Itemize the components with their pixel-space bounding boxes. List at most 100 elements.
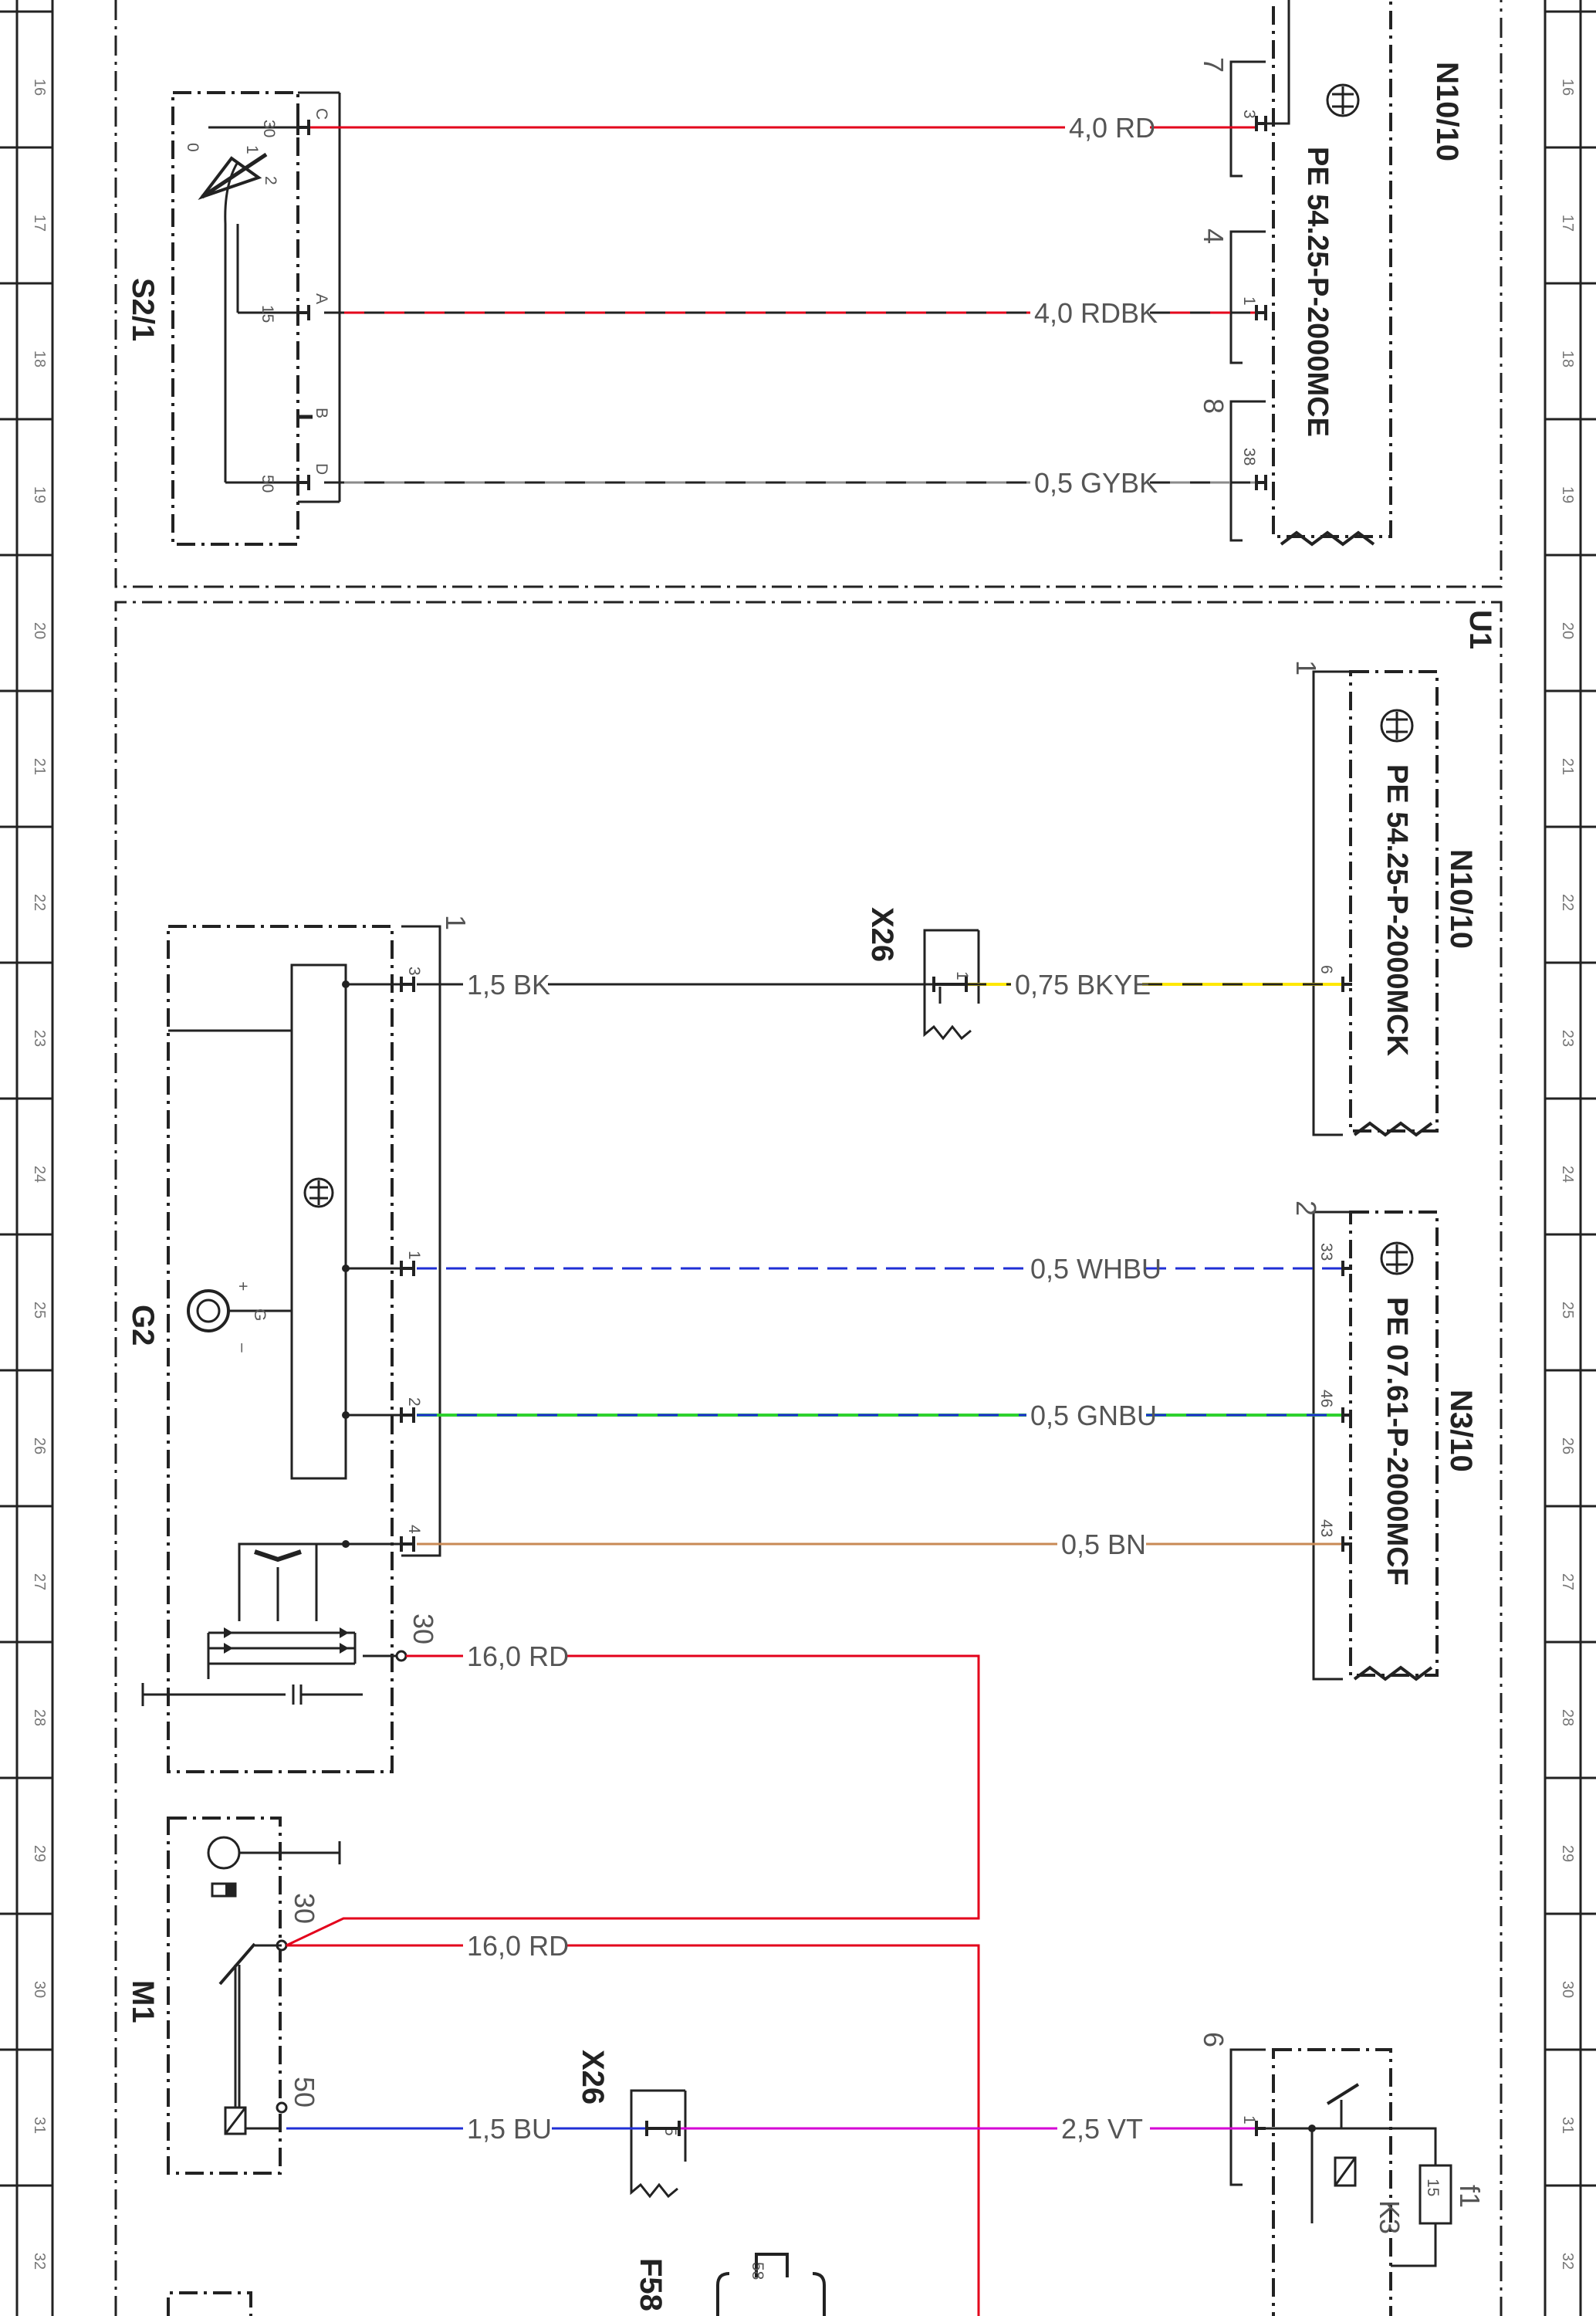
row-ticks bbox=[0, 10, 1596, 2187]
component-label-x26-lower: X26 bbox=[576, 2050, 610, 2104]
transistor-icon bbox=[1380, 1241, 1414, 1275]
f58-fuse-box: 58 bbox=[167, 2253, 826, 2316]
component-label-f58: F58 bbox=[634, 2258, 668, 2311]
row-number: 22 bbox=[31, 894, 48, 911]
generator-icon bbox=[187, 1289, 230, 1332]
wire-label-w11: 1,5 BU bbox=[467, 2113, 552, 2145]
row-number: 17 bbox=[1559, 215, 1576, 232]
x26-lower-connector: 5 bbox=[630, 2089, 687, 2199]
transistor-icon bbox=[1380, 709, 1414, 743]
row-number: 28 bbox=[1559, 1709, 1576, 1726]
row-number: 17 bbox=[31, 215, 48, 232]
g2-alternator: + G – 3 1 2 4 1 30 bbox=[141, 915, 472, 1773]
svg-text:2: 2 bbox=[1290, 1200, 1322, 1216]
row-number: 16 bbox=[1559, 79, 1576, 96]
transistor-icon bbox=[303, 1177, 334, 1208]
row-number: 21 bbox=[1559, 758, 1576, 775]
n10-10-upper-connector: 3 1 38 7 4 8 bbox=[1198, 0, 1392, 547]
svg-text:2: 2 bbox=[405, 1397, 423, 1407]
svg-text:0: 0 bbox=[184, 143, 201, 152]
component-label-s2-1: S2/1 bbox=[126, 278, 160, 341]
svg-text:15: 15 bbox=[259, 305, 276, 323]
reference-ref3: PE 07.61-P-2000MCF bbox=[1381, 1297, 1413, 1586]
wire-label-w10: 16,0 RD bbox=[467, 1930, 569, 1962]
component-label-m1: M1 bbox=[126, 1980, 160, 2023]
row-number: 25 bbox=[31, 1302, 48, 1319]
svg-text:1: 1 bbox=[1240, 296, 1258, 306]
component-label-x26-upper: X26 bbox=[865, 907, 899, 962]
svg-text:15: 15 bbox=[1424, 2179, 1442, 2196]
row-number: 24 bbox=[31, 1166, 48, 1183]
terminal-marks bbox=[296, 116, 1352, 2136]
wire-w10 bbox=[286, 1944, 980, 2316]
s2-1-ignition-switch: 0 1 2 30 15 50 C A B D bbox=[171, 91, 341, 546]
svg-text:1: 1 bbox=[440, 915, 472, 930]
svg-text:3: 3 bbox=[1240, 110, 1258, 119]
row-number: 19 bbox=[31, 486, 48, 503]
row-number: 26 bbox=[31, 1437, 48, 1454]
svg-text:C: C bbox=[313, 108, 330, 120]
row-number: 23 bbox=[1559, 1030, 1576, 1047]
svg-text:58: 58 bbox=[749, 2262, 766, 2280]
svg-text:8: 8 bbox=[1198, 398, 1229, 414]
wire-label-w2: 4,0 RDBK bbox=[1034, 297, 1158, 329]
component-label-n10-10-lower: N10/10 bbox=[1444, 849, 1478, 949]
svg-text:4: 4 bbox=[1198, 229, 1229, 244]
svg-text:30: 30 bbox=[407, 1613, 439, 1644]
svg-text:D: D bbox=[313, 463, 330, 475]
svg-text:30: 30 bbox=[289, 1893, 320, 1924]
k3-relay-module: 1 6 15 bbox=[1198, 2032, 1452, 2316]
row-number: 31 bbox=[31, 2117, 48, 2134]
svg-text:–: – bbox=[234, 1343, 252, 1353]
motor-icon bbox=[207, 1836, 241, 1870]
row-number: 29 bbox=[1559, 1845, 1576, 1862]
transistor-icon bbox=[1326, 83, 1360, 117]
component-label-g2: G2 bbox=[126, 1305, 160, 1346]
wire-label-w7: 0,5 GNBU bbox=[1030, 1400, 1157, 1431]
component-label-f1: f1 bbox=[1454, 2185, 1486, 2208]
right-row-rail bbox=[1544, 0, 1582, 2316]
row-number: 30 bbox=[1559, 1981, 1576, 1998]
m1-starter-motor: 30 50 bbox=[167, 1817, 341, 2175]
svg-text:46: 46 bbox=[1317, 1390, 1335, 1407]
svg-text:38: 38 bbox=[1240, 448, 1258, 466]
row-number: 28 bbox=[31, 1709, 48, 1726]
row-number: 31 bbox=[1559, 2117, 1576, 2134]
row-number: 32 bbox=[31, 2253, 48, 2270]
svg-text:50: 50 bbox=[289, 2077, 320, 2108]
row-number: 21 bbox=[31, 758, 48, 775]
wire-label-w9: 16,0 RD bbox=[467, 1640, 569, 1672]
svg-text:30: 30 bbox=[260, 120, 278, 137]
module-borders bbox=[114, 0, 1503, 2316]
svg-text:A: A bbox=[313, 293, 330, 304]
svg-text:+: + bbox=[234, 1282, 252, 1291]
row-number: 20 bbox=[1559, 622, 1576, 639]
svg-text:B: B bbox=[313, 408, 330, 418]
row-number: 16 bbox=[31, 79, 48, 96]
component-label-n10-10-upper: N10/10 bbox=[1430, 62, 1464, 161]
row-number: 18 bbox=[31, 350, 48, 367]
row-number: 32 bbox=[1559, 2253, 1576, 2270]
row-number: 27 bbox=[31, 1573, 48, 1590]
n3-10-connector: 33 46 43 2 bbox=[1290, 1200, 1439, 1681]
wire-label-w8: 0,5 BN bbox=[1061, 1529, 1146, 1560]
svg-text:1: 1 bbox=[405, 1251, 423, 1260]
row-number: 19 bbox=[1559, 486, 1576, 503]
component-label-k3: K3 bbox=[1374, 2200, 1405, 2234]
row-number: 18 bbox=[1559, 350, 1576, 367]
svg-text:G: G bbox=[251, 1309, 269, 1321]
svg-text:43: 43 bbox=[1317, 1519, 1335, 1537]
svg-text:3: 3 bbox=[405, 967, 423, 976]
x26-upper-connector: 1 bbox=[923, 929, 980, 1041]
fuse-icon bbox=[1418, 2164, 1452, 2225]
wire-label-w1: 4,0 RD bbox=[1069, 112, 1155, 144]
n10-10-lower-connector: 6 1 bbox=[1290, 660, 1439, 1137]
module-label-u1: U1 bbox=[1463, 610, 1497, 649]
svg-text:50: 50 bbox=[259, 475, 276, 493]
reference-ref1: PE 54.25-P-2000MCE bbox=[1301, 147, 1334, 437]
wire-label-w12: 2,5 VT bbox=[1061, 2113, 1143, 2145]
svg-text:1: 1 bbox=[1240, 2115, 1258, 2125]
svg-text:2: 2 bbox=[262, 176, 279, 185]
